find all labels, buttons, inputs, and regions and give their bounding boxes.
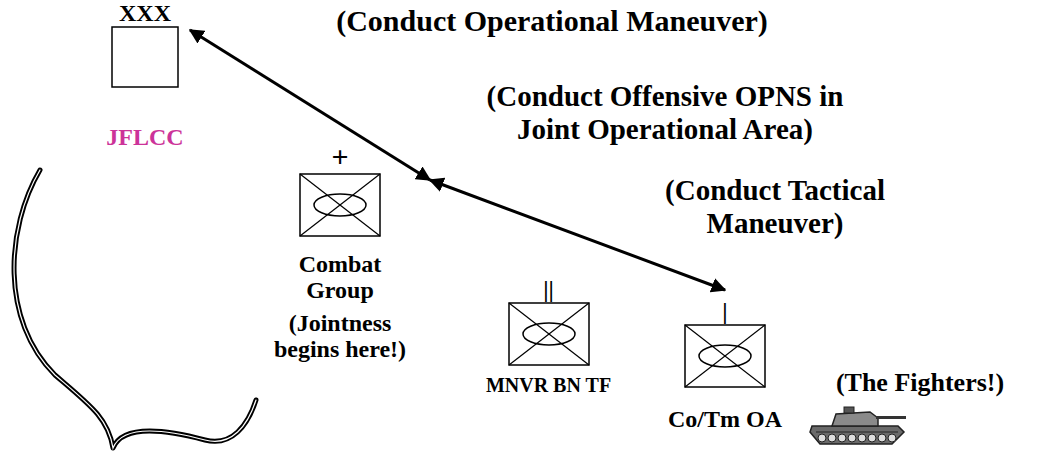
task-label: (Conduct Tactical Maneuver) — [630, 174, 920, 241]
unit-symbol — [684, 324, 766, 388]
echelon-label: XXX — [119, 0, 171, 26]
echelon-label: || — [543, 276, 554, 302]
echelon-label: | — [722, 290, 727, 324]
unit-node: | Co/Tm OA — [640, 290, 810, 433]
echelon-label: + — [331, 140, 348, 173]
unit-label: Co/Tm OA — [668, 406, 782, 432]
unit-label: (Jointness begins here!) — [255, 310, 425, 363]
unit-label: Combat Group — [280, 251, 400, 304]
unit-label: JFLCC — [106, 124, 183, 150]
unit-node: XXX JFLCC — [100, 0, 190, 151]
command-arrow — [190, 30, 430, 180]
unit-symbol — [508, 302, 590, 366]
unit-node: || MNVR BN TF — [462, 276, 635, 396]
unit-node: + Combat Group (Jointness begins here!) — [250, 140, 430, 363]
fighters-note: (The Fighters!) — [800, 368, 1040, 398]
unit-symbol — [299, 173, 381, 237]
tank-illustration — [808, 402, 908, 450]
task-note: (Conduct Offensive OPNS in Joint Operati… — [455, 80, 875, 147]
echelon-symbol — [111, 26, 179, 88]
task-label: (Conduct Operational Maneuver) — [232, 4, 872, 39]
unit-label: MNVR BN TF — [486, 374, 611, 396]
